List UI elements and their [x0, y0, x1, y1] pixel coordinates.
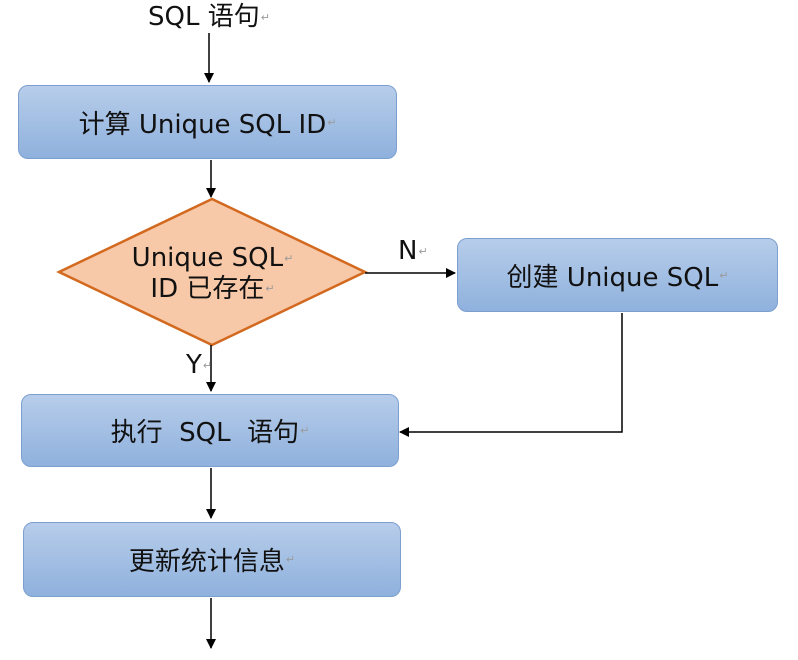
paragraph-mark-icon: ↵: [300, 424, 310, 437]
edge-label-yes-text: Y: [186, 350, 202, 380]
edge-label-no-text: N: [398, 236, 418, 266]
paragraph-mark-icon: ↵: [284, 251, 294, 265]
execute-sql-box: 执行 SQL 语句↵: [21, 394, 399, 467]
decision-label: Unique SQL↵ ID 已存在↵: [60, 243, 365, 304]
compute-label: 计算 Unique SQL ID: [78, 109, 327, 140]
execute-label: 执行 SQL 语句: [110, 418, 300, 448]
start-label: SQL 语句↵: [148, 2, 270, 33]
compute-unique-sql-id-box: 计算 Unique SQL ID↵: [18, 85, 397, 159]
edge-label-yes: Y↵: [186, 350, 212, 381]
create-unique-sql-box: 创建 Unique SQL↵: [457, 238, 778, 312]
edge-label-no: N↵: [398, 236, 428, 267]
paragraph-mark-icon: ↵: [265, 282, 275, 295]
decision-diamond: [56, 197, 368, 347]
arrow-create-to-execute: [399, 313, 623, 437]
paragraph-mark-icon: ↵: [285, 553, 296, 566]
decision-label-line1: Unique SQL: [131, 243, 284, 273]
update-statistics-box: 更新统计信息↵: [23, 522, 401, 597]
update-label: 更新统计信息: [128, 547, 285, 577]
paragraph-mark-icon: ↵: [260, 10, 270, 24]
create-label: 创建 Unique SQL: [506, 262, 719, 293]
paragraph-mark-icon: ↵: [418, 244, 428, 258]
start-label-text: SQL 语句: [148, 2, 260, 32]
paragraph-mark-icon: ↵: [327, 115, 337, 129]
paragraph-mark-icon: ↵: [202, 358, 213, 372]
paragraph-mark-icon: ↵: [719, 268, 729, 282]
decision-label-line2: ID 已存在: [150, 273, 265, 304]
